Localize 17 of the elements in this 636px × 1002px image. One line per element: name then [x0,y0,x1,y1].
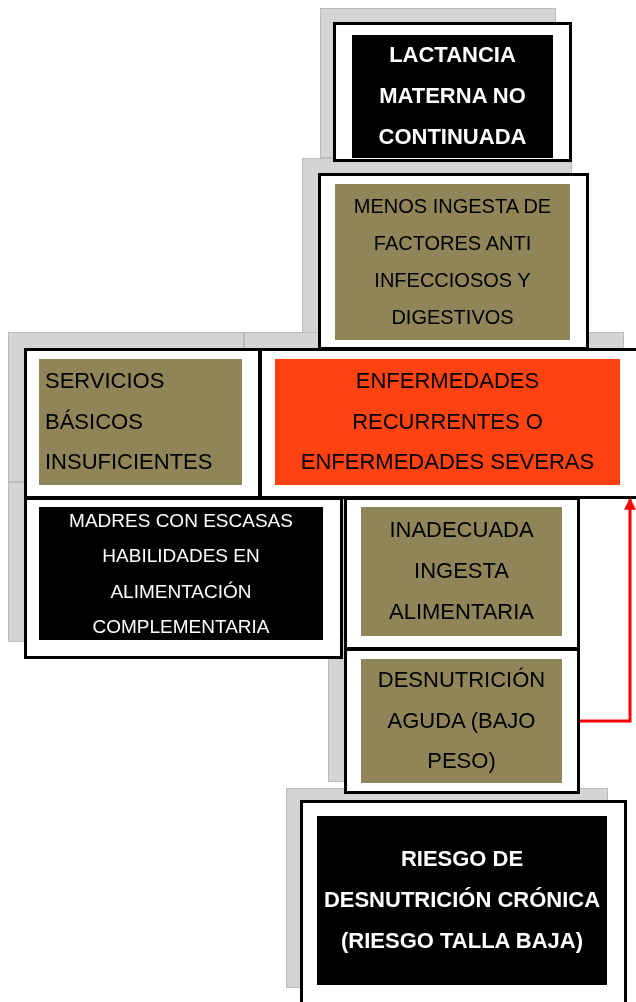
process-box [24,497,343,659]
box-label: ENFERMEDADES RECURRENTES O ENFERMEDADES SEVERAS [275,359,620,485]
process-box [344,497,580,650]
process-box [24,348,261,499]
box-label: SERVICIOS BÁSICOS INSUFICIENTES [39,359,242,485]
box-label: MADRES CON ESCASAS HABILIDADES EN ALIMENTACIÓN COMPLEMENTARIA [39,507,323,640]
process-box [318,173,589,350]
arrow [580,497,636,723]
process-box [344,648,580,794]
box-label: RIESGO DE DESNUTRICIÓN CRÓNICA (RIESGO TALLA BAJA) [317,816,607,985]
box-label: MENOS INGESTA DE FACTORES ANTI INFECCIOSOS Y DIGESTIVOS [335,184,570,340]
box-label: INADECUADA INGESTA ALIMENTARIA [361,507,562,636]
process-box [300,800,627,1002]
process-box [259,348,636,499]
box-label: LACTANCIA MATERNA NO CONTINUADA [352,35,553,158]
process-box [333,22,572,162]
box-label: DESNUTRICIÓN AGUDA (BAJO PESO) [361,659,562,783]
